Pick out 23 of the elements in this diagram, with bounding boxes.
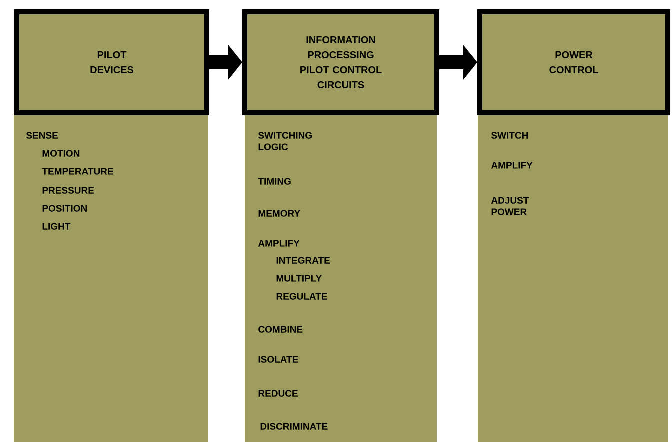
stage-box: POWER CONTROL	[478, 10, 670, 116]
stage-box: PILOT DEVICES	[14, 10, 210, 116]
list-item: AMPLIFY	[258, 240, 300, 247]
list-item: LIGHT	[42, 223, 71, 230]
list-item: POSITION	[42, 205, 87, 212]
list-item: TEMPERATURE	[42, 168, 114, 175]
list-item: COMBINE	[258, 326, 303, 333]
list-item: SWITCHING LOGIC	[258, 132, 312, 150]
list-item: ISOLATE	[258, 356, 298, 363]
list-item: MOTION	[42, 150, 80, 157]
list-item: ADJUST POWER	[491, 197, 530, 216]
stage-box: INFORMATION PROCESSING PILOT CONTROL CIRCUITS	[242, 10, 440, 116]
list-item: DISCRIMINATE	[260, 423, 328, 430]
list-item: SENSE	[26, 132, 58, 139]
list-item: TIMING	[258, 178, 291, 185]
list-item: SWITCH	[491, 132, 528, 139]
list-item: INTEGRATE	[276, 257, 330, 264]
list-item: AMPLIFY	[491, 162, 533, 169]
list-item: MULTIPLY	[276, 275, 322, 282]
list-item: REGULATE	[276, 293, 328, 300]
list-item: PRESSURE	[42, 187, 94, 194]
list-item: MEMORY	[258, 210, 300, 217]
list-item: REDUCE	[258, 390, 298, 397]
